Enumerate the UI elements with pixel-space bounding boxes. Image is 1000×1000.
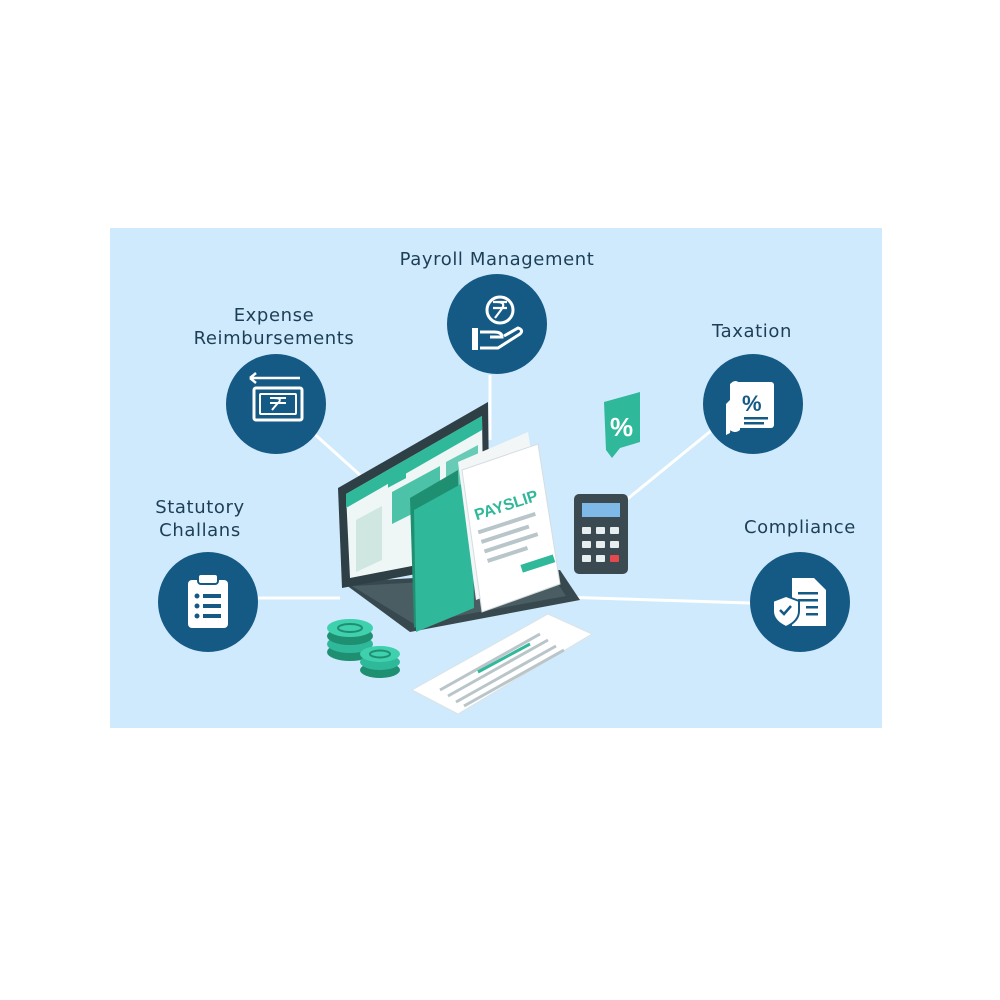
statutory-label-line-2: Challans — [159, 520, 241, 541]
percent-badge-icon: % — [604, 392, 640, 458]
folder-icon — [410, 470, 474, 632]
connector-expense — [308, 428, 362, 477]
expense-label: Expense Reimbursements — [180, 304, 368, 350]
calculator-icon — [574, 494, 628, 574]
percent-badge-text: % — [610, 412, 633, 442]
clipboard-list-icon — [188, 573, 228, 628]
connector-compliance — [559, 595, 751, 605]
connector-taxation — [619, 428, 713, 507]
coin-stack-icon — [327, 619, 400, 678]
receipt-document — [410, 613, 594, 715]
rupee-hand-icon — [472, 295, 524, 350]
connector-lines — [258, 375, 751, 605]
expense-label-line-1: Expense — [233, 305, 315, 326]
shield-document-icon — [772, 578, 826, 629]
compliance-label: Compliance — [744, 517, 856, 538]
statutory-label-line-1: Statutory — [155, 497, 245, 518]
payslip-document: PAYSLIP — [458, 432, 561, 613]
tax-percent-glyph: % — [742, 391, 762, 416]
rupee-banknote-icon — [249, 372, 304, 422]
statutory-label: Statutory Challans — [130, 496, 270, 542]
taxation-label: Taxation — [711, 321, 792, 342]
tax-document-icon: % — [726, 381, 774, 435]
payroll-label: Payroll Management — [399, 249, 595, 270]
expense-label-line-2: Reimbursements — [193, 328, 355, 349]
